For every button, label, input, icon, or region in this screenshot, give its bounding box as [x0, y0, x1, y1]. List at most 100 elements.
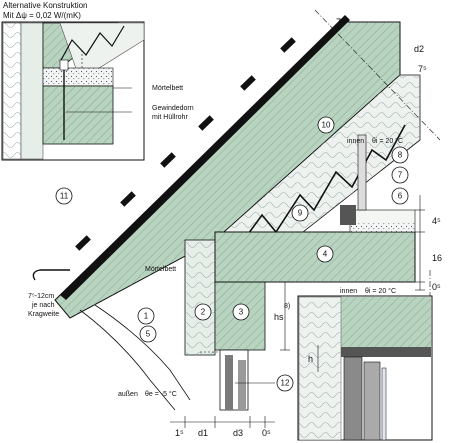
inset-truss — [59, 25, 125, 63]
dim-text-45: 4⁵ — [432, 216, 441, 226]
marker-10-circle — [317, 116, 335, 134]
dim-text-d1: d1 — [198, 428, 208, 438]
inset-label-huellrohr: mit Hüllrohr — [152, 114, 188, 121]
roof-slab-hatch — [55, 22, 400, 318]
marker-8-circle — [391, 146, 409, 164]
inner-lining — [357, 134, 367, 211]
marker-12-circle — [276, 374, 294, 392]
inset-subtitle: Mit Δψ = 0,02 W/(mK) — [3, 11, 81, 20]
marker-7-label: 7 — [398, 171, 403, 180]
dim-text-16: 16 — [432, 253, 442, 263]
tile — [75, 235, 91, 251]
label-theta-e: θe = -5 °C — [145, 390, 177, 398]
inset-roof-insulation — [59, 22, 145, 81]
tile — [120, 191, 136, 207]
marker-1-label: 1 — [144, 312, 149, 321]
inset-label-gewindedorn: Gewindedorn — [152, 105, 194, 112]
label-theta-i-top: θi = 20 °C — [372, 137, 403, 145]
gutter — [32, 269, 70, 281]
inset-label-moertelbett: Mörtelbett — [152, 85, 183, 92]
label-innen-top: innen — [347, 138, 364, 145]
window-detail-glass — [381, 367, 387, 441]
inset-mortar-dots — [43, 68, 113, 86]
window-sash — [238, 360, 246, 410]
marker-10-label: 10 — [322, 121, 331, 130]
window-detail-wall-pattern — [299, 297, 341, 440]
label-aussen: außen — [118, 391, 138, 398]
floor-slab-hatch — [215, 232, 415, 282]
downpipe-outline-left — [79, 309, 176, 411]
dim-text-hs-note: 8) — [284, 303, 290, 310]
bottom-dimension-chain — [170, 416, 275, 428]
dim-text-right-05: 0⁵ — [262, 428, 271, 438]
dim-text-top-75b: 7⁵ — [418, 64, 427, 74]
dim-text-hs: hs — [274, 312, 284, 322]
marker-12: 12 — [276, 374, 294, 392]
inset-title: Alternative Konstruktion — [3, 1, 88, 10]
roof-truss — [234, 124, 406, 253]
label-overhang-1: 7⁵-12cm — [28, 293, 54, 300]
dim-text-top-75a: 7⁵ — [336, 17, 345, 27]
marker-10: 10 — [317, 116, 335, 134]
marker-5-circle — [139, 325, 157, 343]
label-overhang-3: Kragweite — [28, 311, 59, 318]
tile — [198, 115, 214, 131]
window-detail-sash-profile — [363, 361, 381, 441]
label-overhang-2: je nach — [31, 302, 55, 309]
marker-1: 1 — [137, 307, 155, 325]
inset-wall-block — [20, 22, 44, 160]
dim-text-left-15: 1⁵ — [175, 428, 184, 438]
marker-9: 9 — [291, 204, 309, 222]
roof-tiles — [75, 37, 296, 251]
anchor-block — [340, 205, 356, 225]
outer-wall-pattern — [185, 240, 215, 355]
marker-4-label: 4 — [323, 250, 328, 259]
marker-3-label: 3 — [239, 308, 244, 317]
marker-3: 3 — [232, 303, 250, 321]
marker-3-circle — [232, 303, 250, 321]
window-profile — [225, 355, 233, 410]
inset-floor-slab-hatch — [43, 86, 113, 144]
inset-wall-insulation — [2, 22, 22, 160]
downpipe-outline-right — [94, 304, 191, 401]
marker-6-circle — [391, 187, 409, 205]
right-dimension-chain — [415, 195, 425, 291]
dim-text-d2: d2 — [414, 44, 424, 54]
inset-detail — [1, 21, 145, 161]
marker-6: 6 — [391, 187, 409, 205]
roof-insulation-pattern — [215, 75, 420, 258]
tile — [240, 75, 256, 91]
marker-5: 5 — [139, 325, 157, 343]
marker-4: 4 — [316, 245, 334, 263]
tile — [160, 152, 176, 168]
label-theta-i-bottom: θi = 20 °C — [365, 287, 396, 295]
marker-2-circle — [194, 303, 212, 321]
marker-12-label: 12 — [281, 379, 290, 388]
inset-rod-sleeve — [59, 59, 69, 71]
axis-line-diagonal — [314, 9, 441, 141]
marker-8-label: 8 — [398, 151, 403, 160]
marker-1-circle — [137, 307, 155, 325]
dim-text-d3: d3 — [233, 428, 243, 438]
window-detail-inset — [297, 295, 433, 441]
marker-4-circle — [316, 245, 334, 263]
marker-11-label: 11 — [60, 192, 69, 201]
marker-11: 11 — [55, 187, 73, 205]
dim-text-05b: 0⁵ — [432, 282, 441, 292]
marker-11-circle — [55, 187, 73, 205]
marker-7-circle — [391, 166, 409, 184]
roof-covering — [60, 15, 350, 300]
marker-2-label: 2 — [201, 308, 206, 317]
window-detail-lintel — [341, 347, 431, 357]
marker-7: 7 — [391, 166, 409, 184]
marker-9-label: 9 — [298, 209, 303, 218]
marker-2: 2 — [194, 303, 212, 321]
label-moertelbett-main: Mörtelbett — [145, 266, 176, 273]
marker-6-label: 6 — [398, 192, 403, 201]
marker-9-circle — [291, 204, 309, 222]
floor-screed — [350, 222, 415, 232]
dim-text-h: h — [308, 354, 313, 364]
marker-8: 8 — [391, 146, 409, 164]
marker-5-label: 5 — [146, 330, 151, 339]
